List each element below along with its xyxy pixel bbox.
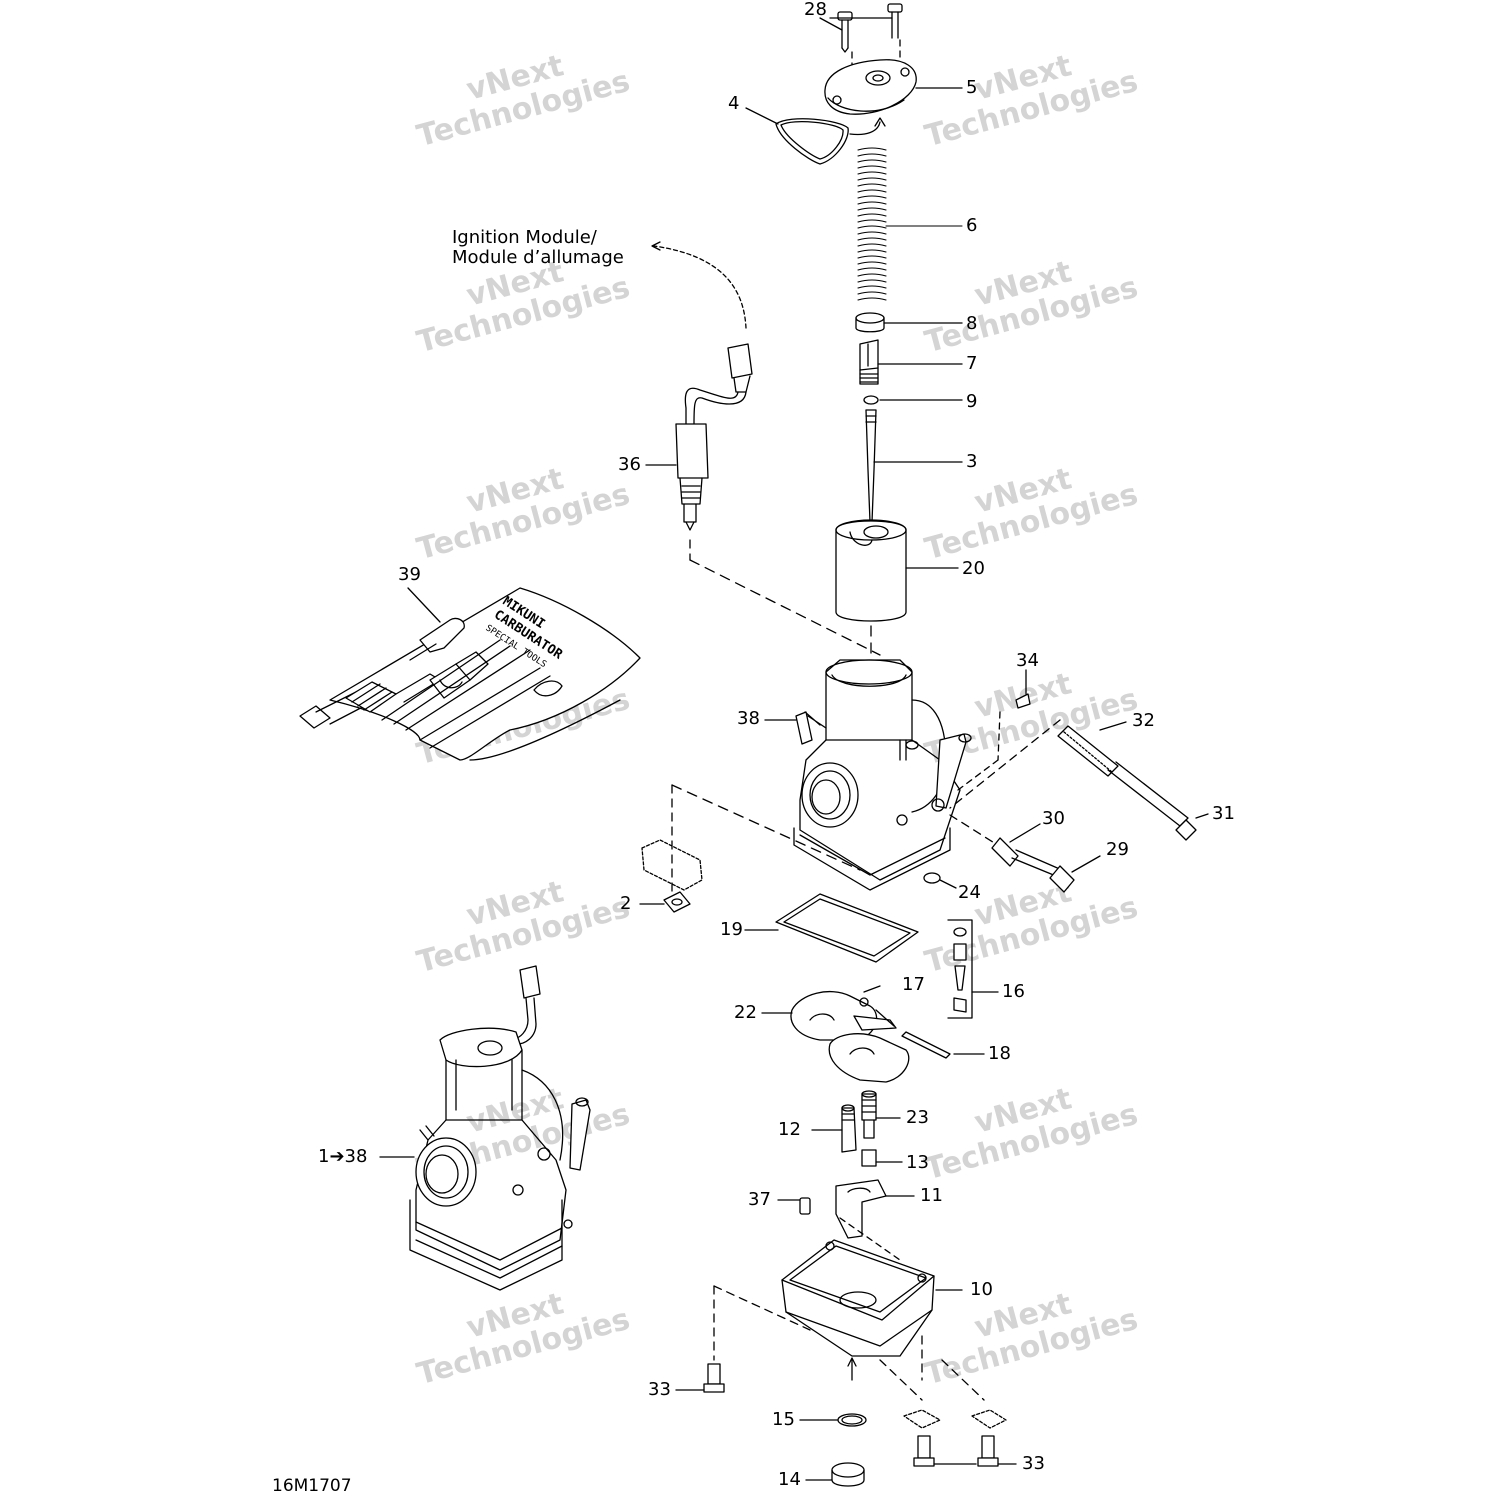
callout-14: 14 xyxy=(778,1469,801,1490)
part-10-bowl xyxy=(781,1217,963,1381)
part-30-29-screw xyxy=(949,814,1101,893)
part-37 xyxy=(777,1197,811,1215)
part-16-needle-valve xyxy=(947,919,999,1019)
callout-3: 3 xyxy=(966,451,978,472)
part-3-needle xyxy=(865,409,963,523)
part-28-screws xyxy=(819,3,903,75)
callout-4: 4 xyxy=(728,93,740,114)
part-11-baffle xyxy=(835,1179,915,1239)
ignition-module-label: Ignition Module/ Module d’allumage xyxy=(452,228,624,268)
part-4-seal xyxy=(745,107,886,165)
part-34-screw xyxy=(957,669,1031,791)
callout-assembly: 1➔38 xyxy=(318,1146,368,1167)
callout-7: 7 xyxy=(966,353,978,374)
callout-34: 34 xyxy=(1016,650,1039,671)
part-33-bolts xyxy=(675,1285,1017,1467)
callout-22: 22 xyxy=(734,1002,757,1023)
part-22-float xyxy=(761,985,985,1083)
part-12-23-jets xyxy=(811,1090,903,1167)
part-2-clip xyxy=(639,784,861,913)
ignition-label-line2: Module d’allumage xyxy=(452,247,624,268)
callout-15: 15 xyxy=(772,1409,795,1430)
part-6-spring xyxy=(857,147,963,301)
callout-5: 5 xyxy=(966,77,978,98)
callout-32: 32 xyxy=(1132,710,1155,731)
part-9-clip xyxy=(863,395,963,405)
callout-37: 37 xyxy=(748,1189,771,1210)
callout-24: 24 xyxy=(958,882,981,903)
callout-30: 30 xyxy=(1042,808,1065,829)
part-32-31-screw xyxy=(949,719,1209,841)
callout-39: 39 xyxy=(398,564,421,585)
part-19-gasket xyxy=(744,893,919,963)
ignition-label-line1: Ignition Module/ xyxy=(452,227,597,248)
callout-11: 11 xyxy=(920,1185,943,1206)
part-20-slide xyxy=(835,519,959,622)
part-7-holder xyxy=(859,339,963,385)
callout-16: 16 xyxy=(1002,981,1025,1002)
assembled-carburetor xyxy=(379,965,591,1291)
carburetor-body xyxy=(764,659,972,891)
callout-2: 2 xyxy=(620,893,632,914)
callout-9: 9 xyxy=(966,391,978,412)
callout-33: 33 xyxy=(1022,1453,1045,1474)
callout-38: 38 xyxy=(737,708,760,729)
callout-19: 19 xyxy=(720,919,743,940)
part-24 xyxy=(923,872,957,889)
callout-8: 8 xyxy=(966,313,978,334)
callout-33: 33 xyxy=(648,1379,671,1400)
part-5-cover xyxy=(824,59,963,115)
part-8-washer xyxy=(855,312,963,333)
callout-18: 18 xyxy=(988,1043,1011,1064)
callout-20: 20 xyxy=(962,558,985,579)
callout-10: 10 xyxy=(970,1279,993,1300)
callout-31: 31 xyxy=(1212,803,1235,824)
part-15-14 xyxy=(799,1413,867,1487)
callout-6: 6 xyxy=(966,215,978,236)
callout-13: 13 xyxy=(906,1152,929,1173)
part-36-sensor xyxy=(645,241,753,531)
callout-28: 28 xyxy=(804,0,827,20)
drawing-code: 16M1707 xyxy=(272,1476,352,1496)
callout-17: 17 xyxy=(902,974,925,995)
callout-12: 12 xyxy=(778,1119,801,1140)
part-39-tool-kit xyxy=(299,587,641,761)
callout-36: 36 xyxy=(618,454,641,475)
callout-23: 23 xyxy=(906,1107,929,1128)
callout-29: 29 xyxy=(1106,839,1129,860)
